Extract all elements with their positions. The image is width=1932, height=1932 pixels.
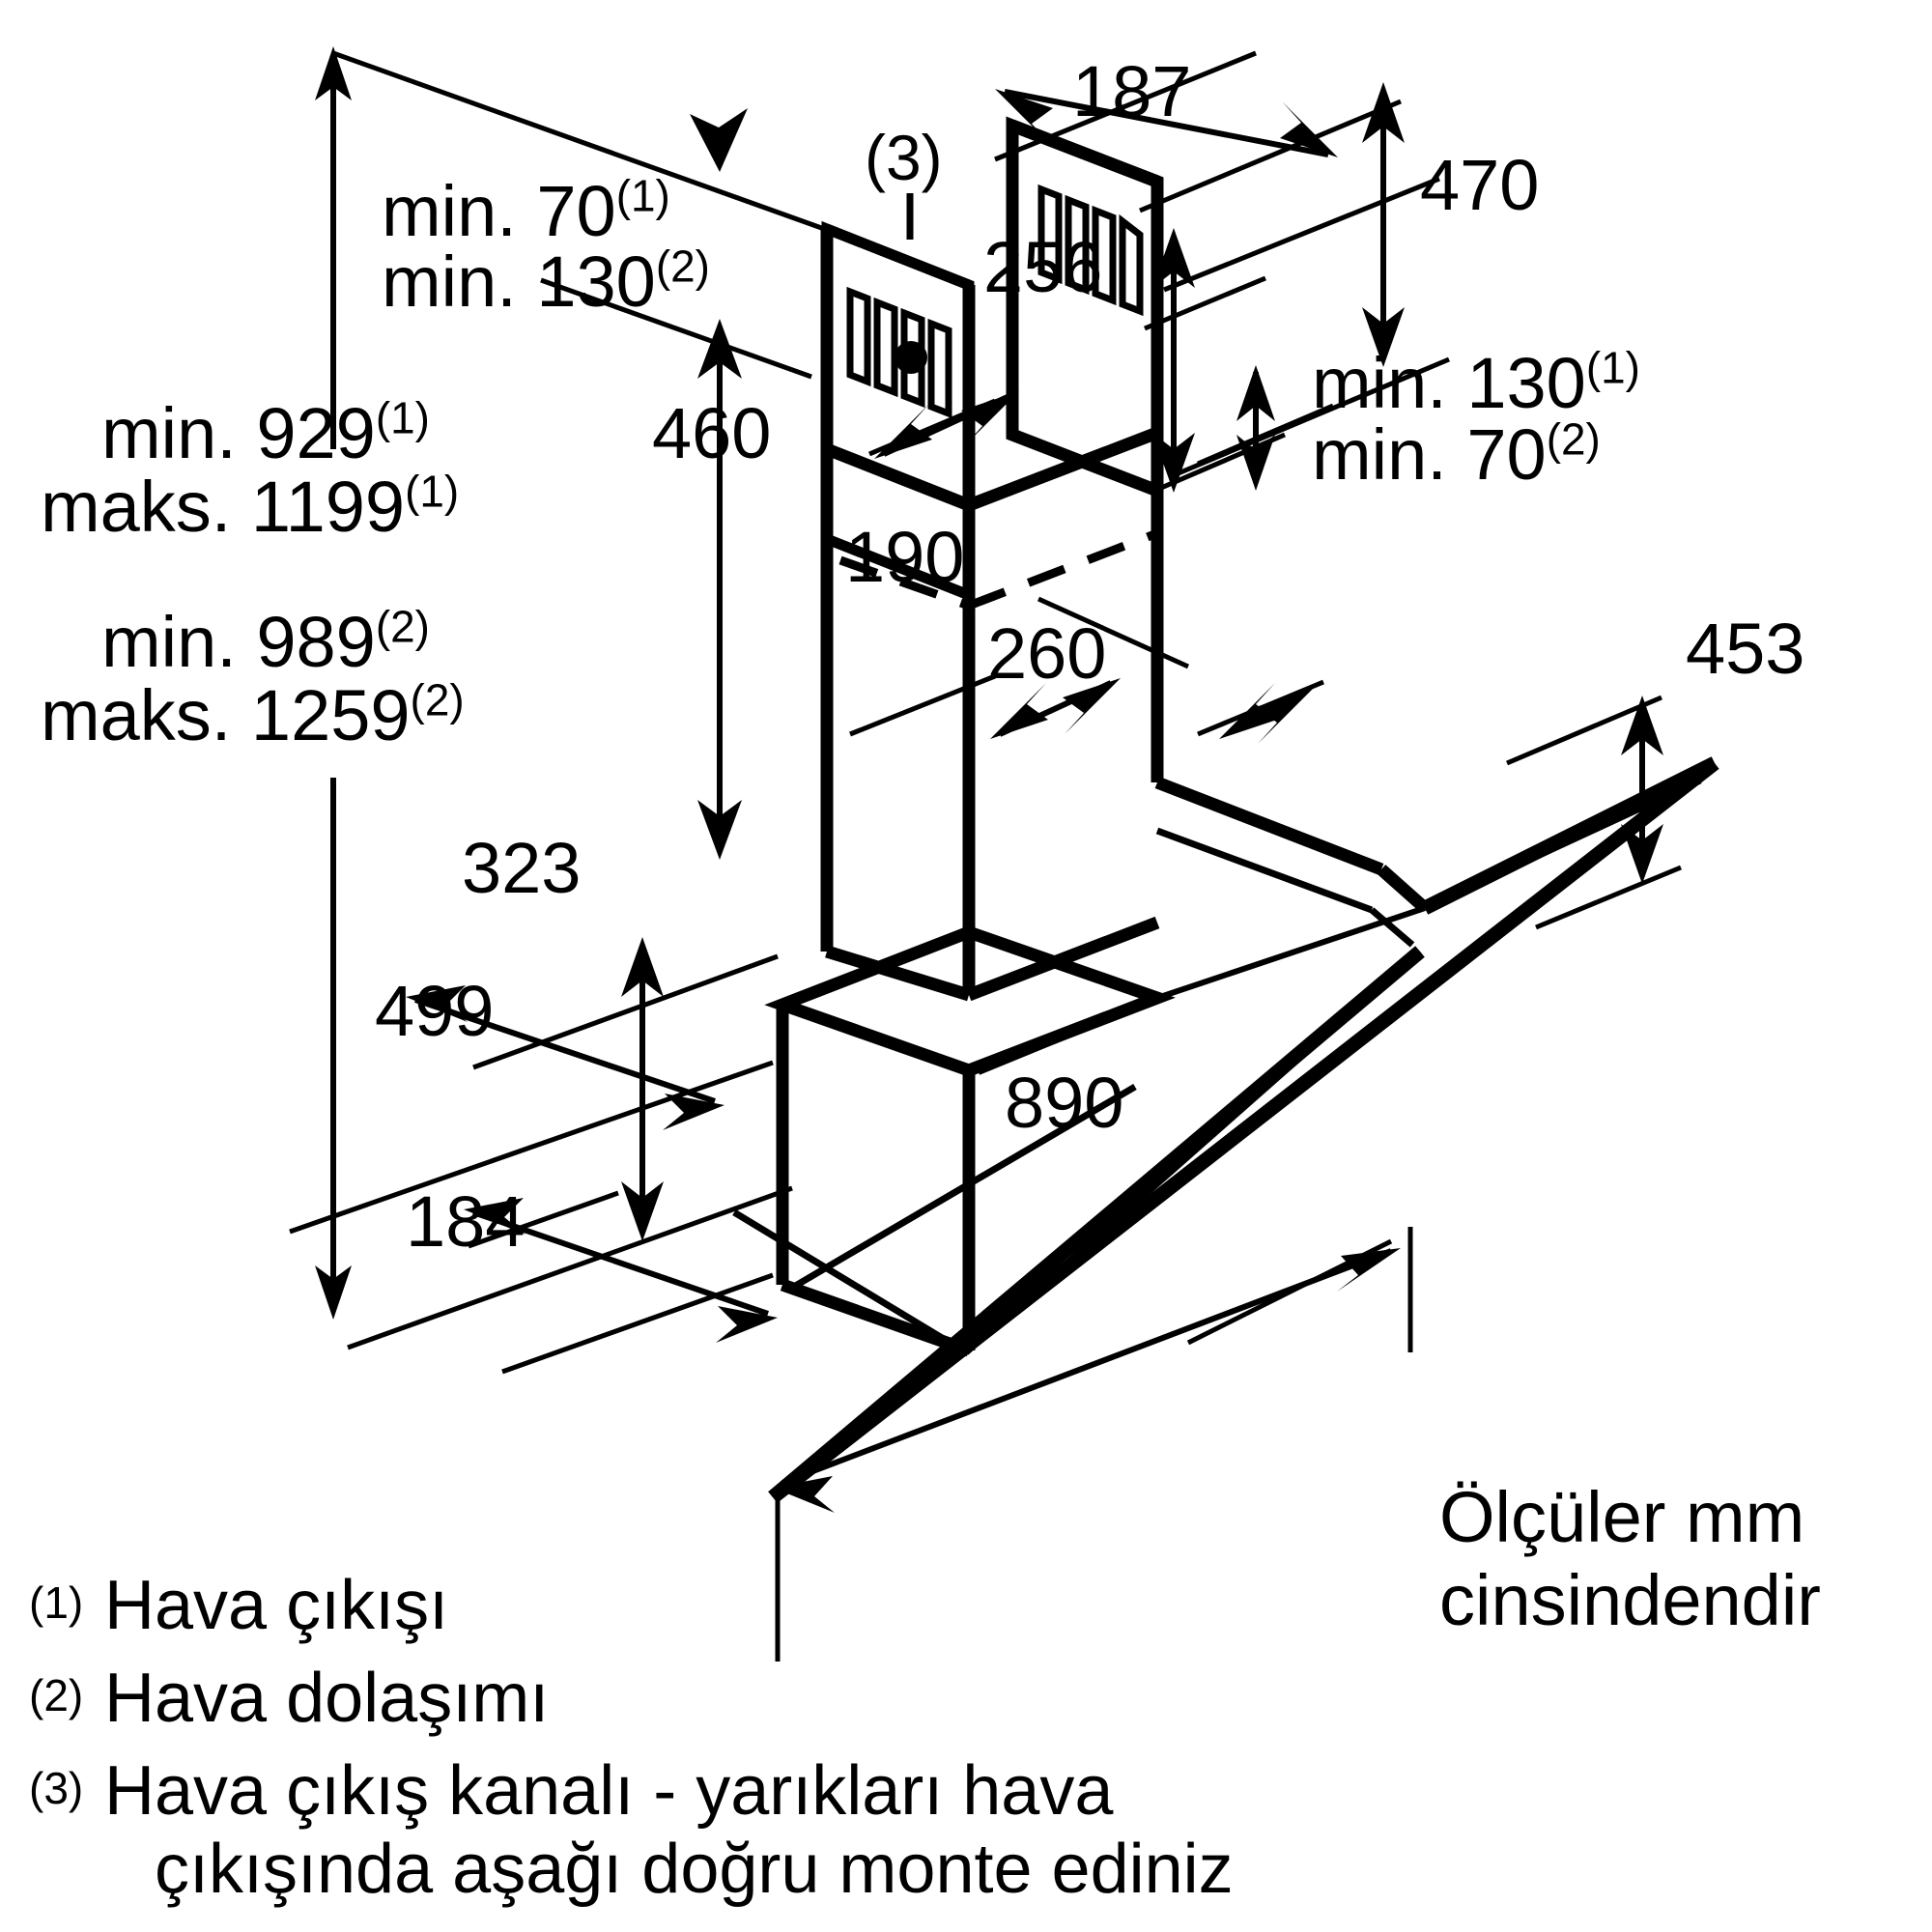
arrow-heads (315, 46, 1663, 1513)
dimension-460: 460 (652, 393, 772, 473)
legend-text-1: Hava çıkışı (104, 1567, 449, 1644)
duct-center-dot (895, 341, 927, 374)
legend-item-3: (3) Hava çıkış kanalı - yarıkları hava ç… (29, 1752, 1234, 1908)
dimension-min-70-2: min. 70(2) (1312, 413, 1601, 495)
legend-item-1: (1) Hava çıkışı (29, 1567, 448, 1645)
dimension-184: 184 (406, 1181, 526, 1262)
dimension-maks-1259-2: maks. 1259(2) (41, 674, 465, 755)
dimension-min-130-2: min. 130(2) (382, 241, 710, 322)
dimension-256: 256 (983, 227, 1103, 307)
dimension-min-70-1: min. 70(1) (382, 170, 670, 251)
dimension-260: 260 (987, 613, 1107, 694)
legend-mark-1: (1) (29, 1577, 84, 1628)
legend-text-2: Hava dolaşımı (104, 1660, 550, 1737)
dimension-470: 470 (1420, 145, 1540, 225)
dimension-890: 890 (1005, 1063, 1124, 1143)
legend-text-3-line1: Hava çıkış kanalı - yarıkları hava (104, 1752, 1114, 1830)
dimension-323: 323 (462, 828, 582, 908)
legend-text-3: Hava çıkış kanalı - yarıkları hava çıkış… (104, 1752, 1234, 1908)
dimension-187: 187 (1072, 51, 1192, 131)
legend-mark-2: (2) (29, 1670, 84, 1720)
dimension-min-989-2: min. 989(2) (101, 601, 430, 682)
duct-slots-right (1037, 184, 1144, 317)
chimney-shaft (820, 229, 1164, 1002)
units-note-line1: Ölçüler mm (1439, 1477, 1805, 1557)
hidden-lines (838, 528, 1159, 611)
units-note: Ölçüler mm cinsindendir (1439, 1476, 1821, 1642)
dimension-min-929-1: min. 929(1) (101, 392, 430, 473)
dimension-min-130-1: min. 130(1) (1312, 342, 1640, 423)
legend-mark-3: (3) (29, 1763, 84, 1813)
dimension-453: 453 (1686, 609, 1805, 689)
glass-panel (768, 756, 1719, 1503)
callout-3-label: (3) (865, 122, 943, 193)
legend-item-2: (2) Hava dolaşımı (29, 1660, 549, 1738)
dimension-maks-1199-1: maks. 1199(1) (41, 466, 460, 547)
legend-text-3-line2: çıkışında aşağı doğru monte ediniz (155, 1830, 1234, 1908)
glass-panel-inner (732, 777, 1702, 1356)
dimension-190: 190 (845, 517, 965, 597)
hood-slope-detail (977, 905, 1426, 1075)
units-note-line2: cinsindendir (1439, 1559, 1821, 1640)
dimension-499: 499 (375, 971, 495, 1051)
